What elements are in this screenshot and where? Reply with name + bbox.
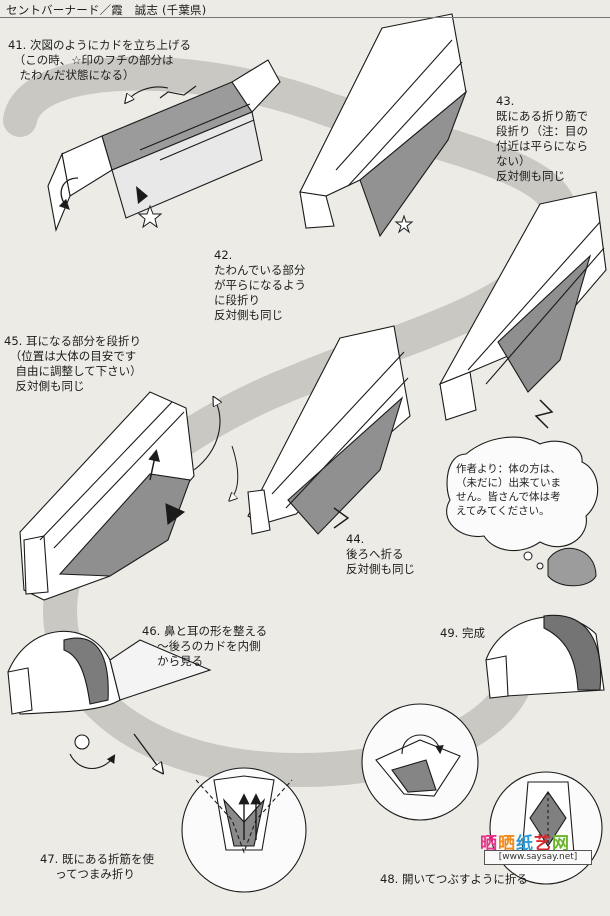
star-marker (396, 216, 412, 232)
step-49-caption: 49. 完成 (440, 626, 485, 641)
page-header: セントバーナード／霞 誠志 (千葉県) (6, 2, 206, 18)
header-rule (0, 17, 610, 18)
step-44-caption: 44. 後ろへ折る 反対側も同じ (346, 532, 415, 577)
watermark-url: [www.saysay.net] (484, 850, 592, 865)
step-41-caption: 41. 次図のようにカドを立ち上げる （この時、☆印のフチの部分は たわんだ状態… (8, 38, 191, 83)
step-47-caption: 47. 既にある折筋を使 ってつまみ折り (40, 852, 154, 882)
step-46-caption: 46. 鼻と耳の形を整える ～後ろのカドを内側 から見る (142, 624, 267, 669)
flow-arrow-45-to-44 (230, 446, 238, 500)
step-43-caption: 43. 既にある折り筋で 段折り（注：目の 付近は平らになら ない） 反対側も同… (496, 94, 588, 184)
step-47-figure (182, 768, 306, 892)
step-42-caption: 42. たわんでいる部分 が平らになるよう に段折り 反対側も同じ (214, 248, 306, 323)
step-49-figure (486, 615, 604, 698)
step-45-caption: 45. 耳になる部分を段折り （位置は大体の目安です 自由に調整して下さい） 反… (4, 334, 142, 394)
author-note-text: 作者より：体の方は、 （未だに）出来ていま せん。皆さんで体は考 えてみてくださ… (456, 462, 561, 518)
step-48-caption: 48. 開いてつぶすように折る (380, 872, 528, 887)
